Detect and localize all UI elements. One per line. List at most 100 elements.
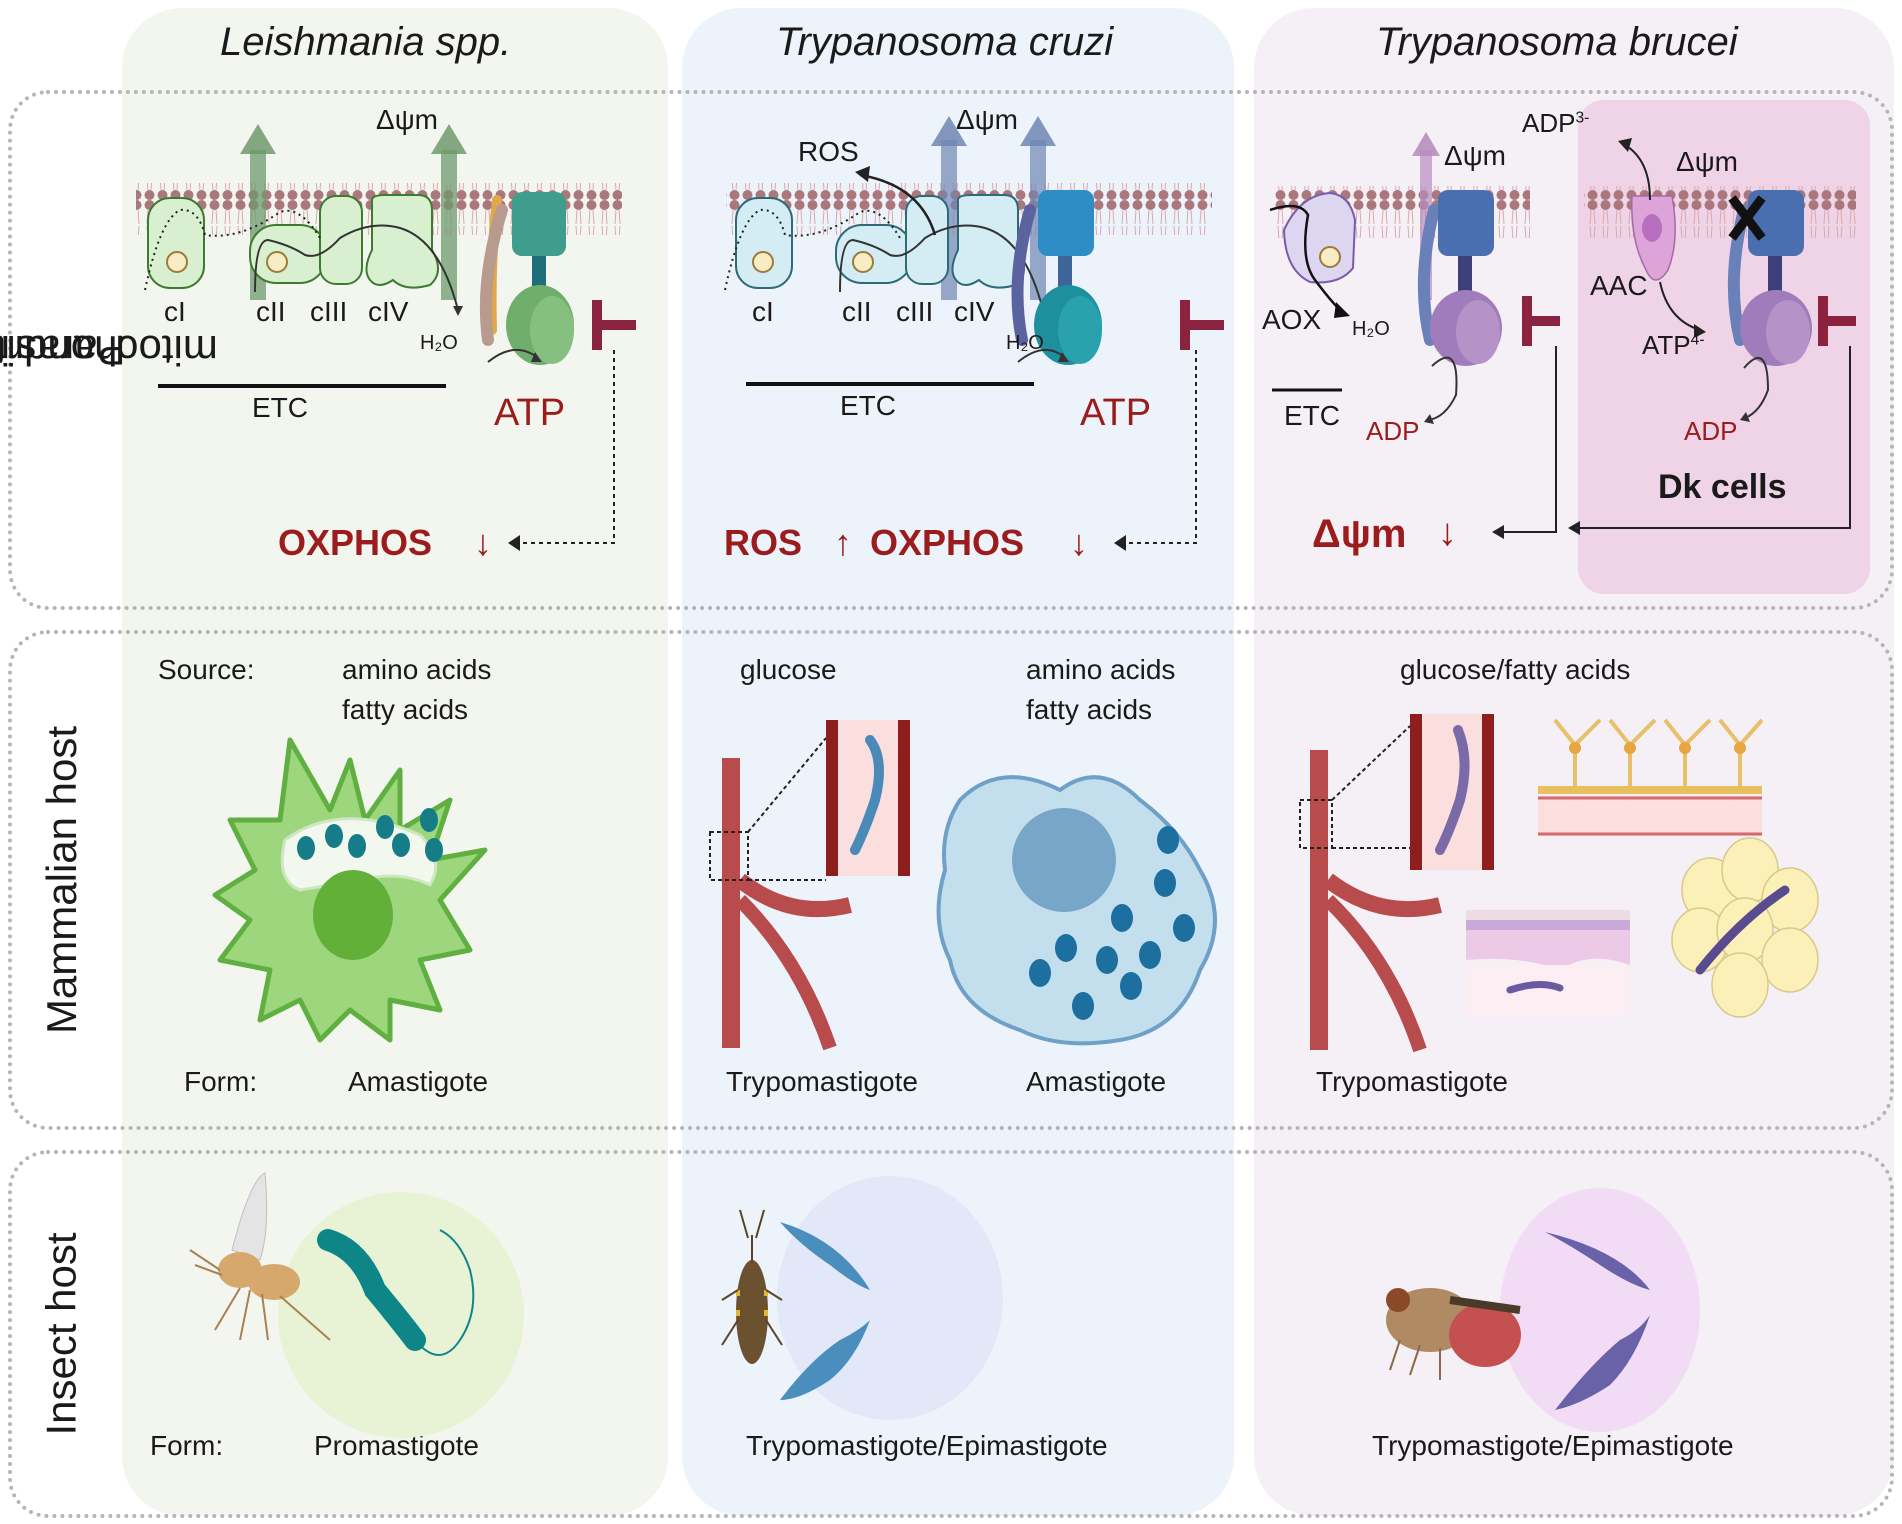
skin-tissue — [1466, 910, 1630, 1015]
etc-label: ETC — [1284, 400, 1340, 431]
complex-IV — [365, 194, 439, 289]
form-value: Trypomastigote/Epimastigote — [746, 1430, 1108, 1461]
membrane-dk — [1584, 186, 1856, 238]
kissing-bug-illustration — [721, 1176, 1003, 1420]
form-value: Amastigote — [1026, 1066, 1167, 1097]
dk-cells-label: Dk cells — [1658, 468, 1787, 506]
delta-psi-label: Δψm — [1676, 146, 1738, 177]
complex-label: cI — [164, 296, 186, 327]
complex-label: cII — [256, 296, 286, 327]
atp-label: ATP — [494, 392, 566, 434]
amastigote-cluster — [297, 808, 443, 862]
delta-psi-label: Δψm — [956, 104, 1018, 135]
title-cruzi: Trypanosoma cruzi — [776, 20, 1114, 64]
feedback-arrow-dk — [1576, 346, 1851, 529]
atp-synthase-cruzi — [1011, 190, 1102, 365]
source-value: amino acids — [1026, 654, 1176, 685]
ros-arrow — [859, 173, 937, 236]
feedback-arrow-brucei — [1500, 346, 1557, 533]
source-value: glucose — [740, 654, 837, 685]
water-label: H₂O — [1352, 318, 1390, 340]
form-value: Trypomastigote — [1316, 1066, 1508, 1097]
row-mitochondrion — [8, 90, 1894, 610]
promastigote-leishmania — [317, 1229, 475, 1356]
aox-label: AOX — [1262, 304, 1322, 335]
down-arrow-icon: ↓ — [474, 522, 492, 563]
complex-III — [319, 195, 363, 285]
leishmania-complexes — [144, 124, 467, 316]
aac-label: AAC — [1590, 270, 1648, 301]
atp4-label: ATP4- — [1642, 330, 1705, 360]
adp-label: ADP — [1366, 416, 1420, 446]
atp-synthase-leishmania — [479, 192, 574, 365]
proton-arrow-2 — [441, 150, 457, 300]
etc-label: ETC — [840, 390, 896, 421]
outcome-ros: ROS — [724, 522, 803, 563]
complex-label: cIV — [954, 296, 995, 327]
dk-cells-panel — [1578, 100, 1870, 594]
complex-label: cIII — [310, 296, 348, 327]
inhibitor-leishmania — [592, 300, 636, 350]
adp-label: ADP — [1684, 416, 1738, 446]
adp3-label: ADP3- — [1522, 108, 1590, 138]
inhibitor-dk — [1818, 296, 1856, 346]
up-arrow-icon: ↑ — [834, 522, 852, 563]
delta-psi-label: Δψm — [1444, 140, 1506, 171]
complex-I — [735, 197, 793, 289]
water-label: H₂O — [420, 332, 458, 354]
host-cell-cruzi — [936, 775, 1217, 1046]
inhibitor-brucei — [1522, 296, 1560, 346]
feedback-arrow-cruzi — [1122, 350, 1197, 544]
trypomastigote-brucei — [1545, 1232, 1650, 1410]
source-value: amino acids — [342, 654, 492, 685]
title-leishmania: Leishmania spp. — [220, 20, 512, 64]
complex-label: cII — [842, 296, 872, 327]
form-label: Form: — [150, 1430, 224, 1461]
sandfly-illustration — [189, 1172, 524, 1438]
atp-synthase-brucei — [1417, 190, 1502, 424]
aac-transporter — [1618, 138, 1706, 338]
mammalian-graphics — [212, 714, 1819, 1053]
x-mark-icon — [1728, 195, 1766, 241]
water-label: H₂O — [1006, 332, 1044, 354]
tsetse-fly-illustration — [1386, 1188, 1700, 1432]
outcome-delta-psi: Δψm — [1312, 512, 1407, 556]
brucei-aox — [1269, 191, 1357, 318]
adipose-tissue — [1671, 837, 1819, 1018]
delta-psi-label: Δψm — [376, 104, 438, 135]
title-brucei: Trypanosoma brucei — [1376, 20, 1738, 64]
etc-label: ETC — [252, 392, 308, 423]
down-arrow-icon: ↓ — [1438, 512, 1457, 554]
atp-label: ATP — [1080, 392, 1152, 434]
form-value: Amastigote — [348, 1066, 489, 1097]
source-value: glucose/fatty acids — [1400, 654, 1631, 685]
down-arrow-icon: ↓ — [1070, 522, 1088, 563]
blood-vessel-brucei — [1299, 714, 1494, 1053]
blood-vessel-cruzi — [709, 720, 910, 1051]
row-mammalian-host — [8, 630, 1894, 1130]
ros-label: ROS — [798, 136, 859, 167]
mito-graphics — [136, 116, 1856, 551]
cruzi-complexes — [724, 116, 1056, 316]
row-insect-host — [8, 1150, 1894, 1518]
complex-label: cIII — [896, 296, 934, 327]
outcome-oxphos: OXPHOS — [278, 522, 433, 563]
form-value: Trypomastigote — [726, 1066, 918, 1097]
feedback-arrow-leishmania — [516, 350, 615, 544]
outcome-oxphos: OXPHOS — [870, 522, 1025, 563]
amastigote-cluster — [1029, 826, 1195, 1020]
neurons-tissue — [1538, 718, 1764, 836]
source-label: Source: — [158, 654, 255, 685]
trypomastigote-cruzi — [780, 1222, 870, 1400]
complex-III — [905, 195, 949, 285]
complex-label: cIV — [368, 296, 409, 327]
form-value: Trypomastigote/Epimastigote — [1372, 1430, 1734, 1461]
complex-label: cI — [752, 296, 774, 327]
inhibitor-cruzi — [1180, 300, 1224, 350]
macrophage-illustration — [212, 737, 488, 1043]
complex-I — [147, 197, 205, 289]
source-value: fatty acids — [1026, 694, 1153, 725]
form-label: Form: — [184, 1066, 258, 1097]
source-value: fatty acids — [342, 694, 469, 725]
